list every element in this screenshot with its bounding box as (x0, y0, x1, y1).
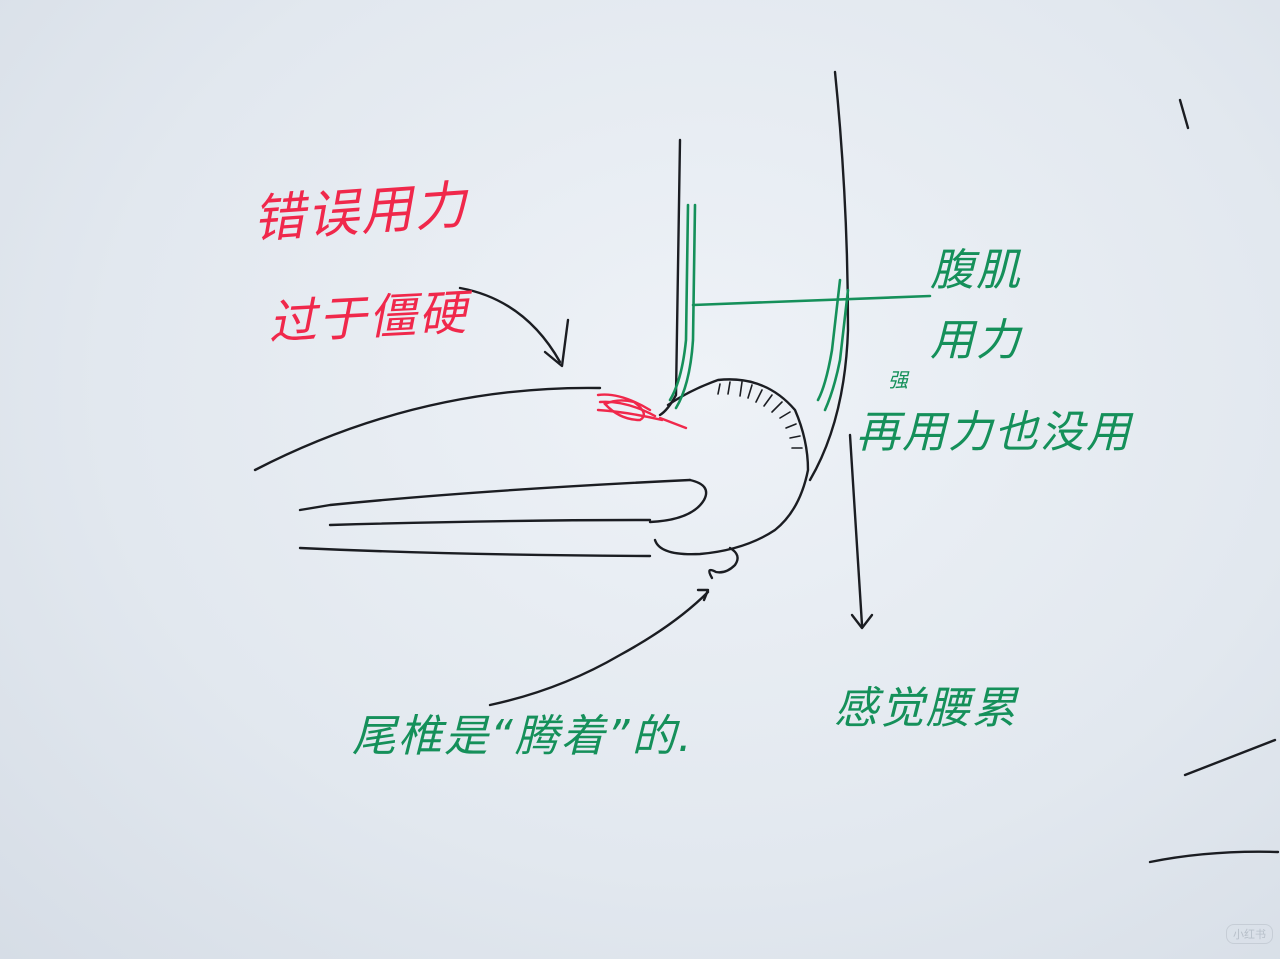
upper-thigh-line (253, 386, 602, 472)
green-front-line-2 (816, 278, 842, 402)
tailbone-note: 尾椎是“腾着”的. (352, 711, 694, 762)
back-line (658, 138, 682, 417)
hip-curve (653, 378, 810, 556)
upper-arrow-head (543, 318, 570, 368)
page-edge-right-1 (1183, 738, 1277, 777)
bottom-leg-line (298, 546, 652, 558)
green-back-line-1 (668, 203, 690, 402)
waist-arrow (848, 433, 864, 627)
extra-note-small: 强 (888, 368, 910, 392)
green-ink-marks (668, 203, 932, 412)
hip-hatching (717, 381, 803, 449)
watermark-badge: 小红书 (1226, 924, 1273, 944)
upper-arrow (458, 286, 562, 364)
page-edge-right-2 (1148, 850, 1280, 864)
tailbone-arrow (488, 590, 710, 707)
knee-joint (648, 478, 708, 524)
red-strain-marks (596, 393, 688, 430)
green-back-line-2 (674, 203, 697, 410)
black-ink-figure (253, 70, 1280, 864)
green-front-line (823, 288, 850, 412)
front-torso-line (808, 70, 850, 482)
lower-leg-bottom-line (328, 518, 652, 527)
tailbone-point (708, 546, 739, 580)
useless-note: 再用力也没用 (856, 407, 1132, 458)
waist-tired-note: 感觉腰累 (834, 683, 1018, 734)
page-edge-corner (1178, 98, 1190, 130)
wrong-force-note-line2: 过于僵硬 (266, 284, 470, 352)
waist-arrow-head (850, 613, 874, 630)
abs-note-line1: 腹肌 (930, 245, 1022, 296)
lower-leg-top-line (298, 478, 692, 512)
tailbone-arrow-head (696, 588, 710, 602)
green-abs-line (691, 294, 932, 307)
abs-note-line2: 用力 (930, 315, 1022, 366)
wrong-force-note-line1: 错误用力 (250, 175, 471, 251)
